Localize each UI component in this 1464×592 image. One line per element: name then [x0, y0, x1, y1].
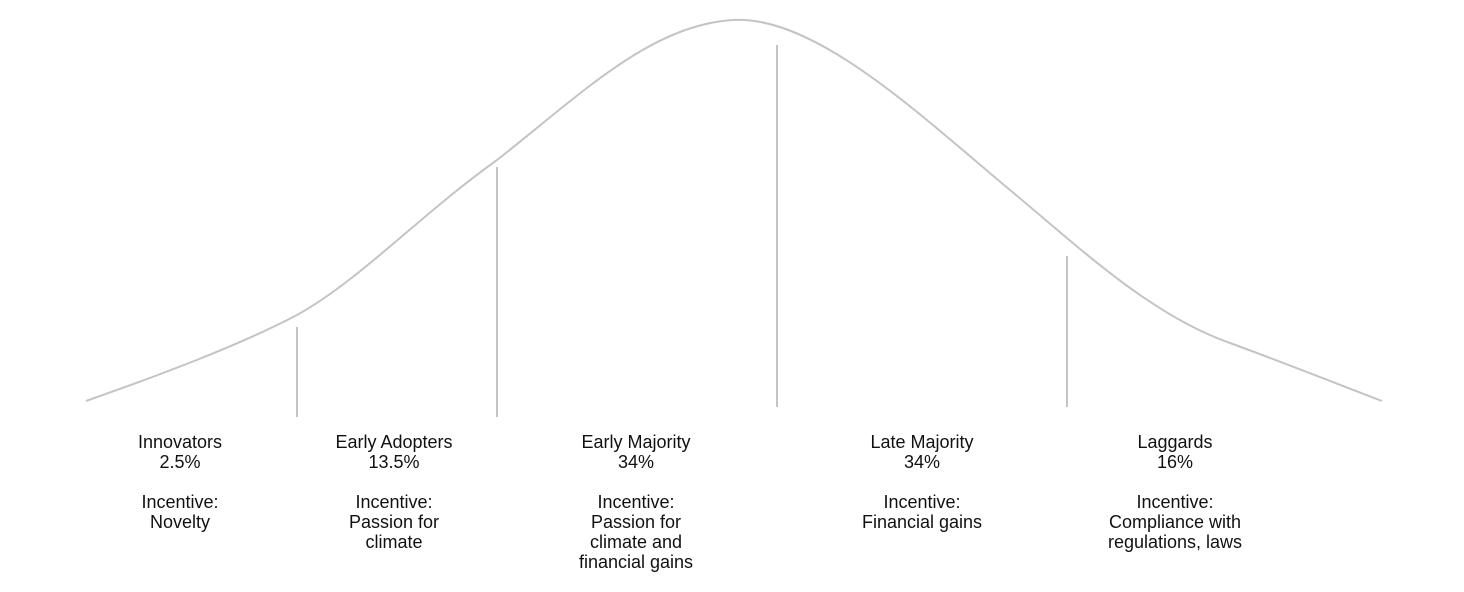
segment-percent: 2.5% — [159, 452, 201, 472]
incentive-text: Compliance with — [1108, 512, 1242, 532]
incentive-text: climate — [365, 532, 423, 552]
segment-name: Early Majority — [581, 432, 691, 452]
segment-name: Early Adopters — [335, 432, 453, 452]
incentive-text: regulations, laws — [1107, 532, 1243, 552]
incentive-label: Incentive: — [597, 492, 675, 512]
segment-name: Late Majority — [870, 432, 974, 452]
incentive-text: Novelty — [149, 512, 211, 532]
segment-innovators: Innovators 2.5% Incentive: Novelty — [85, 432, 275, 532]
incentive-label: Incentive: — [141, 492, 219, 512]
segment-name: Laggards — [1137, 432, 1213, 452]
segment-percent: 16% — [1156, 452, 1194, 472]
segment-percent: 34% — [617, 452, 655, 472]
segment-early-majority: Early Majority 34% Incentive: Passion fo… — [541, 432, 731, 572]
incentive-text: Passion for — [348, 512, 440, 532]
incentive-label: Incentive: — [355, 492, 433, 512]
incentive-label: Incentive: — [1136, 492, 1214, 512]
incentive-text: Financial gains — [861, 512, 983, 532]
segment-late-majority: Late Majority 34% Incentive: Financial g… — [827, 432, 1017, 532]
segment-percent: 13.5% — [368, 452, 420, 472]
segment-early-adopters: Early Adopters 13.5% Incentive: Passion … — [299, 432, 489, 552]
bell-curve — [85, 18, 1383, 402]
segment-laggards: Laggards 16% Incentive: Compliance with … — [1080, 432, 1270, 552]
incentive-text: climate and — [589, 532, 683, 552]
incentive-text: financial gains — [578, 552, 694, 572]
incentive-label: Incentive: — [883, 492, 961, 512]
segment-name: Innovators — [137, 432, 223, 452]
segment-percent: 34% — [903, 452, 941, 472]
incentive-text: Passion for — [590, 512, 682, 532]
